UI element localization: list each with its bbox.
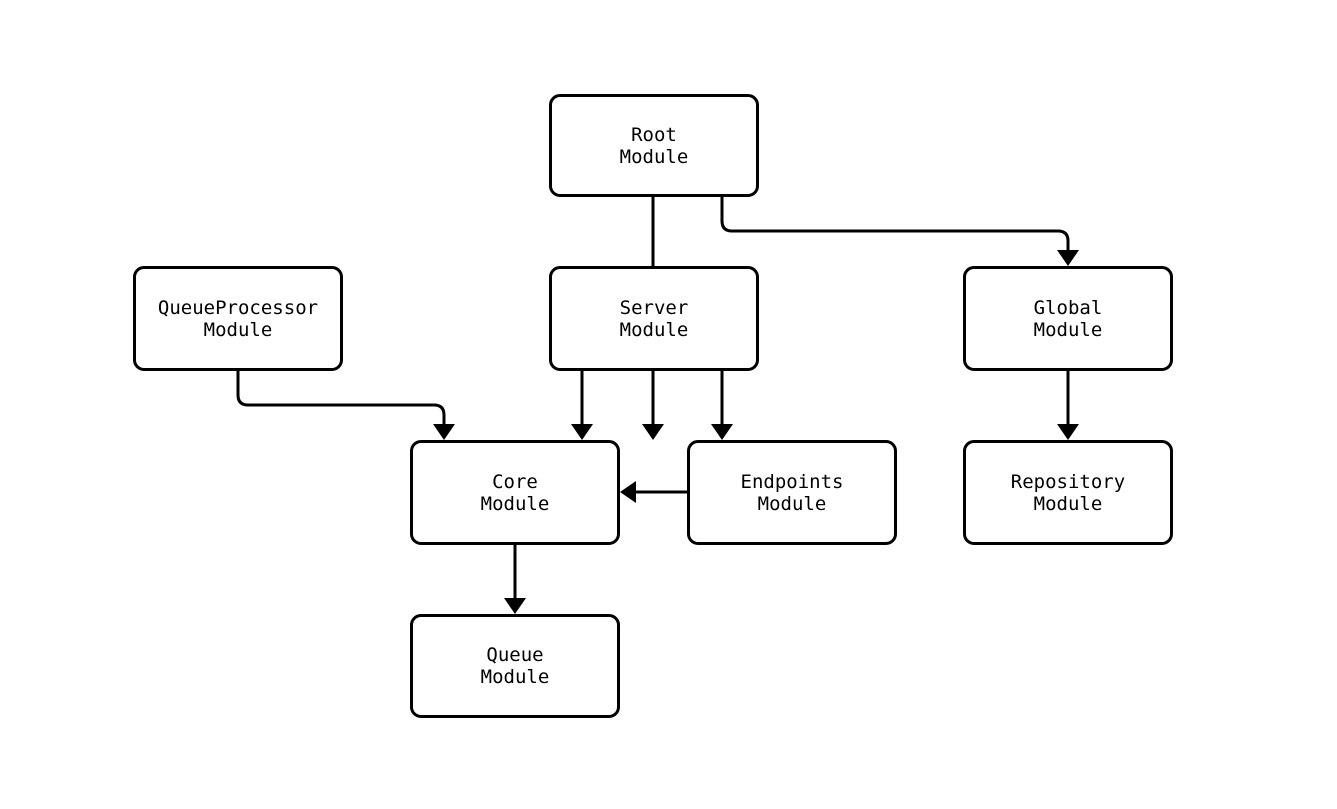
node-label-primary: Queue xyxy=(486,644,544,666)
arrowhead xyxy=(1057,424,1079,440)
arrowhead xyxy=(433,424,455,440)
node-label-secondary: Module xyxy=(480,666,550,688)
edge-server-to-endpoints xyxy=(711,371,733,440)
arrowhead xyxy=(620,481,636,503)
arrowhead xyxy=(642,424,664,440)
node-label-primary: Endpoints xyxy=(740,470,844,493)
node-label-secondary: Module xyxy=(757,492,827,515)
edge-root-to-global xyxy=(720,197,1079,266)
node-label-secondary: Module xyxy=(1033,492,1103,515)
node-label-secondary: Module xyxy=(203,318,273,341)
node-label-primary: Global xyxy=(1033,296,1103,319)
edge-server-to-core xyxy=(571,371,593,440)
edge-line xyxy=(236,371,446,434)
node-label-secondary: Module xyxy=(1033,318,1103,341)
node-label-secondary: Module xyxy=(619,318,689,341)
edge-endpoints-to-core xyxy=(620,481,687,503)
edge-core-to-queue xyxy=(504,545,526,614)
arrowhead xyxy=(711,424,733,440)
node-label-primary: Root xyxy=(631,123,677,146)
arrowhead xyxy=(504,598,526,614)
edge-queueprocessor-to-core xyxy=(236,371,455,440)
edge-line xyxy=(720,197,1070,260)
node-label-primary: Repository xyxy=(1010,470,1126,493)
node-label-primary: Core xyxy=(492,470,538,493)
node-label-primary: Server xyxy=(619,296,689,319)
node-label-secondary: Module xyxy=(480,492,550,515)
arrowhead xyxy=(1057,250,1079,266)
node-label-secondary: Module xyxy=(619,145,689,168)
edge-global-to-repository xyxy=(1057,371,1079,440)
node-label-primary: QueueProcessor xyxy=(157,296,319,319)
arrowhead xyxy=(571,424,593,440)
